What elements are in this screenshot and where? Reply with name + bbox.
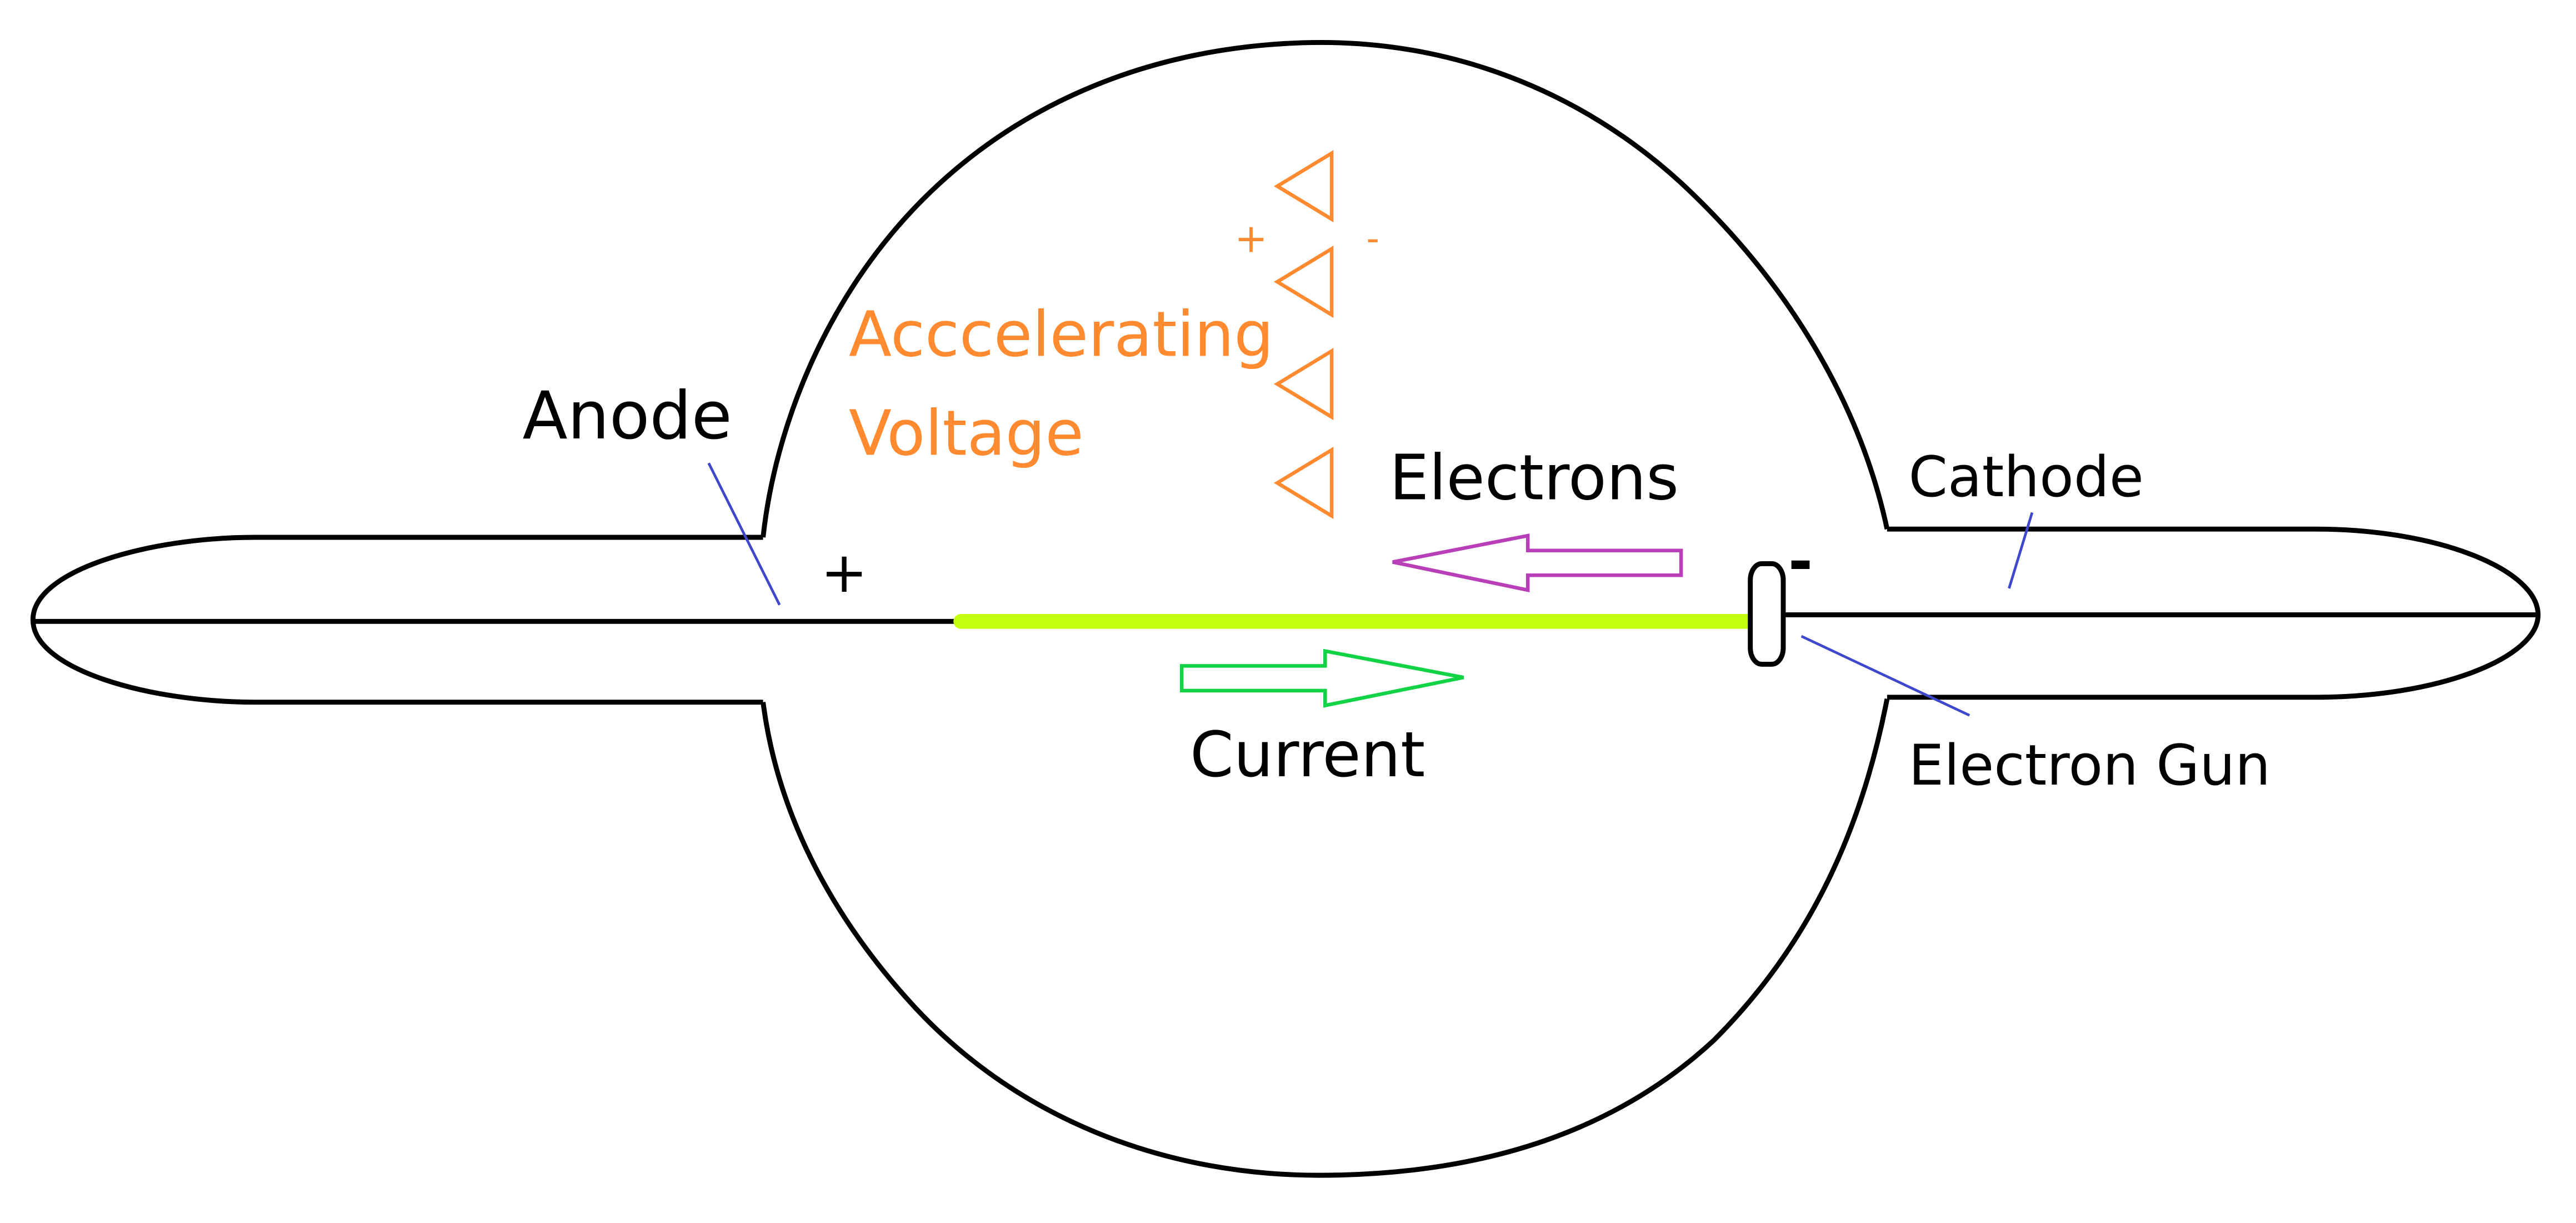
battery-plus-sign: + xyxy=(1234,216,1268,262)
cathode-leader-line xyxy=(2008,512,2034,589)
cathode-polarity-minus: - xyxy=(1788,527,1813,596)
battery-cell-icon xyxy=(1273,246,1334,318)
accelerating-voltage-battery xyxy=(1273,149,1334,520)
battery-cell-icon xyxy=(1273,347,1334,421)
anode-polarity-plus: + xyxy=(821,540,868,605)
battery-cell-icon xyxy=(1273,149,1334,223)
current-label: Current xyxy=(1190,718,1425,791)
anode-label: Anode xyxy=(522,377,732,454)
accelerating-voltage-label-line1: Acccelerating xyxy=(849,298,1274,371)
electron-gun-label: Electron Gun xyxy=(1908,732,2270,798)
cathode-label: Cathode xyxy=(1908,444,2143,510)
tube-bulb-outline xyxy=(761,39,1890,1178)
accelerating-voltage-label-line2: Voltage xyxy=(849,397,1084,470)
battery-cell-icon xyxy=(1273,446,1334,520)
electron-gun-leader-line xyxy=(1800,635,1970,717)
electron-gun xyxy=(1748,561,1786,667)
anode-leader-line xyxy=(707,462,781,606)
electrons-arrow-icon xyxy=(1392,533,1683,592)
battery-minus-sign: - xyxy=(1366,217,1379,259)
current-arrow-icon xyxy=(1179,648,1464,708)
electrons-label: Electrons xyxy=(1389,441,1679,515)
